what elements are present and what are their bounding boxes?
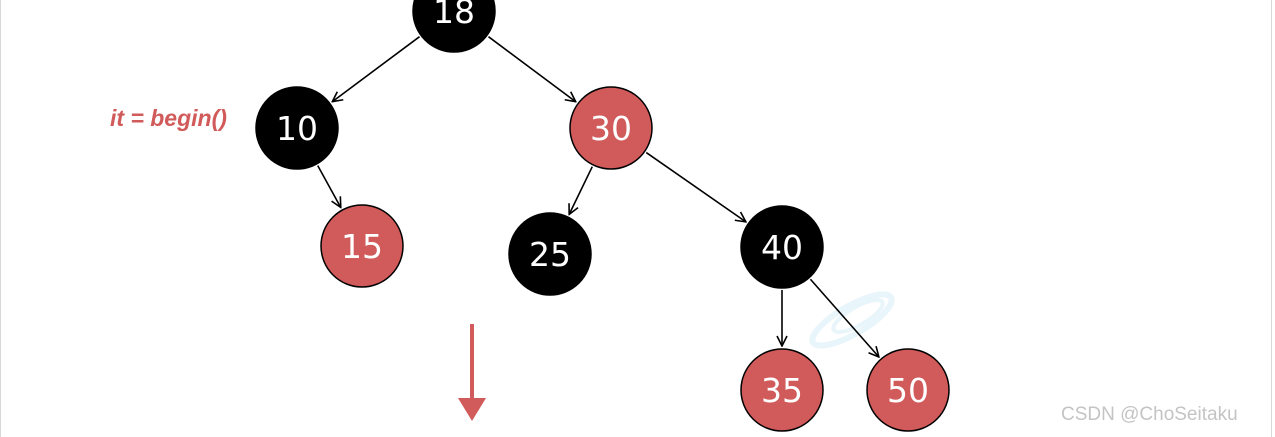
node-circle [740, 205, 824, 289]
left-border [0, 0, 1, 437]
node-key-label: 10 [276, 109, 318, 148]
node-key-label: 35 [761, 371, 803, 410]
edge-18-10 [332, 36, 420, 102]
edge-10-15 [317, 165, 341, 208]
watermark-text: CSDN @ChoSeitaku [1061, 404, 1238, 425]
node-key-label: 40 [761, 228, 803, 267]
node-25: 25 [508, 212, 592, 296]
right-border [1271, 0, 1272, 437]
edge-30-40 [645, 151, 746, 222]
watermark-swirl-icon [809, 291, 895, 349]
node-circle [740, 348, 824, 432]
node-10: 10 [255, 86, 339, 170]
tree-nodes: 18 10 30 15 25 40 35 50 [255, 0, 950, 432]
down-arrow-icon [458, 324, 486, 421]
edge-18-30 [488, 36, 575, 102]
node-15: 15 [320, 204, 404, 288]
node-circle [866, 348, 950, 432]
node-key-label: 50 [887, 371, 929, 410]
tree-edges [317, 36, 879, 357]
node-circle [508, 212, 592, 296]
node-40: 40 [740, 205, 824, 289]
node-key-label: 18 [433, 0, 475, 31]
edge-40-50 [809, 278, 878, 357]
iterator-label: it = begin() [110, 105, 227, 131]
edge-30-25 [569, 166, 593, 215]
node-key-label: 25 [529, 235, 571, 274]
node-18: 18 [412, 0, 496, 53]
node-circle [255, 86, 339, 170]
node-circle [412, 0, 496, 53]
node-key-label: 30 [590, 109, 632, 148]
node-50: 50 [866, 348, 950, 432]
node-circle [320, 204, 404, 288]
node-35: 35 [740, 348, 824, 432]
node-circle [569, 86, 653, 170]
node-30: 30 [569, 86, 653, 170]
node-key-label: 15 [341, 227, 383, 266]
